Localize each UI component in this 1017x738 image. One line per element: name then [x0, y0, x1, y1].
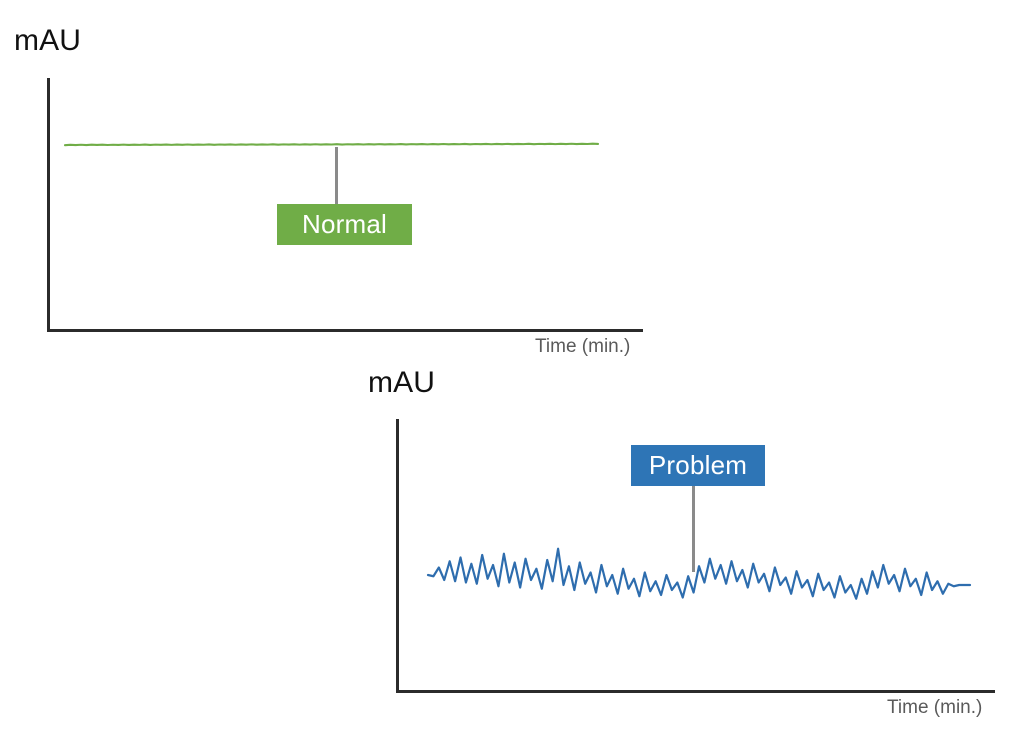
x-axis-label-problem: Time (min.)	[887, 697, 983, 718]
leader-line-normal	[335, 147, 338, 206]
y-axis-label-normal: mAU	[14, 24, 81, 57]
x-axis-label-normal: Time (min.)	[535, 336, 631, 357]
badge-normal-label: Normal	[302, 208, 387, 239]
trace-problem	[426, 547, 972, 600]
leader-line-problem	[692, 486, 695, 572]
chart-normal: mAU Normal Time (min.)	[0, 0, 700, 370]
badge-normal[interactable]: Normal	[277, 204, 412, 245]
badge-problem-label: Problem	[648, 449, 748, 480]
chart-problem: mAU Problem Time (min.)	[350, 355, 1017, 738]
y-axis-label-problem: mAU	[368, 366, 435, 399]
badge-problem[interactable]: Problem	[631, 445, 765, 486]
y-axis-normal	[47, 78, 50, 331]
x-axis-normal	[47, 329, 643, 332]
x-axis-problem	[396, 690, 995, 693]
y-axis-problem	[396, 419, 399, 692]
trace-normal	[63, 142, 600, 147]
